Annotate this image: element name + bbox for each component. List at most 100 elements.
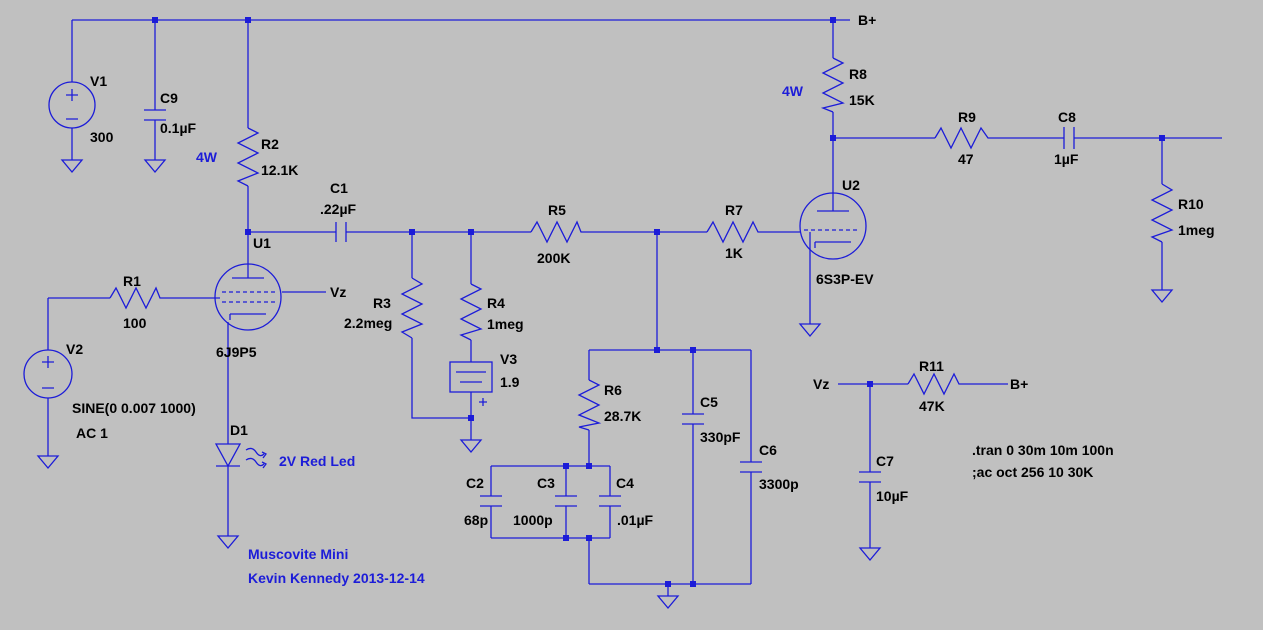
c7-capacitor [859, 471, 881, 483]
ground-v2 [36, 455, 60, 470]
r4-resistor [459, 283, 483, 341]
c5-capacitor [682, 413, 704, 425]
v3-name: V3 [500, 351, 517, 367]
v1-value: 300 [90, 129, 114, 145]
u2-name: U2 [842, 177, 860, 193]
v3-battery [449, 361, 493, 406]
r11-resistor [907, 372, 962, 396]
r2-resistor [236, 127, 260, 187]
schematic-author: Kevin Kennedy 2013-12-14 [248, 570, 425, 586]
r7-value: 1K [725, 245, 743, 261]
r9-value: 47 [958, 151, 974, 167]
u2-value: 6S3P-EV [816, 271, 874, 287]
ground-network [656, 595, 680, 610]
c6-name: C6 [759, 442, 777, 458]
net-label-vz-bias: Vz [813, 376, 829, 392]
ground-c7 [858, 547, 882, 562]
c1-name: C1 [330, 180, 348, 196]
r1-resistor [109, 286, 162, 310]
v3-value: 1.9 [500, 374, 520, 390]
r10-resistor [1150, 183, 1174, 243]
labels: B+ Vz Vz B+ V1 300 C9 0.1µF R2 12.1K 4W … [66, 12, 1215, 586]
r4-value: 1meg [487, 316, 524, 332]
r5-name: R5 [548, 202, 566, 218]
c7-name: C7 [876, 453, 894, 469]
d1-value: 2V Red Led [279, 453, 355, 469]
u1-value: 6J9P5 [216, 344, 257, 360]
r6-name: R6 [604, 382, 622, 398]
schematic-title: Muscovite Mini [248, 546, 348, 562]
ac-directive: ;ac oct 256 10 30K [972, 464, 1093, 480]
v1-name: V1 [90, 73, 107, 89]
r1-name: R1 [123, 273, 141, 289]
ground-v3 [459, 439, 483, 454]
r8-power: 4W [782, 83, 804, 99]
r11-name: R11 [919, 358, 944, 374]
r4-name: R4 [487, 295, 505, 311]
c9-name: C9 [160, 90, 178, 106]
r5-value: 200K [537, 250, 570, 266]
v2-name: V2 [66, 341, 83, 357]
c5-value: 330pF [700, 429, 741, 445]
r9-resistor [934, 126, 993, 150]
c1-capacitor [335, 222, 347, 242]
c8-name: C8 [1058, 109, 1076, 125]
net-label-bplus-bias: B+ [1010, 376, 1028, 392]
c6-capacitor [740, 461, 762, 473]
v2-ac: AC 1 [76, 425, 108, 441]
ground-symbols [36, 159, 1174, 610]
r3-value: 2.2meg [344, 315, 392, 331]
r8-value: 15K [849, 92, 875, 108]
r7-name: R7 [725, 202, 743, 218]
c2-capacitor [480, 495, 502, 507]
c4-value: .01µF [617, 512, 654, 528]
c9-capacitor [144, 109, 166, 121]
c1-value: .22µF [320, 201, 357, 217]
ground-u2 [798, 323, 822, 338]
c5-name: C5 [700, 394, 718, 410]
c7-value: 10µF [876, 488, 909, 504]
c4-name: C4 [616, 475, 634, 491]
r2-value: 12.1K [261, 162, 298, 178]
r5-resistor [530, 220, 583, 244]
c4-capacitor [599, 495, 621, 507]
r6-resistor [577, 379, 602, 431]
u1-tube [214, 263, 282, 331]
c9-value: 0.1µF [160, 120, 197, 136]
ground-v1 [60, 159, 84, 174]
r1-value: 100 [123, 315, 147, 331]
r3-resistor [400, 277, 424, 339]
c3-capacitor [555, 495, 577, 507]
c8-capacitor [1063, 127, 1075, 149]
c2-value: 68p [464, 512, 488, 528]
ground-r10 [1150, 289, 1174, 304]
r10-value: 1meg [1178, 222, 1215, 238]
wires [47, 19, 1222, 596]
r8-resistor [820, 57, 845, 113]
ground-c9 [143, 159, 167, 174]
u1-name: U1 [253, 235, 271, 251]
r2-name: R2 [261, 136, 279, 152]
net-label-bplus: B+ [858, 12, 876, 28]
tran-directive: .tran 0 30m 10m 100n [972, 442, 1114, 458]
v1-source [48, 81, 96, 129]
c3-value: 1000p [513, 512, 553, 528]
r8-name: R8 [849, 66, 867, 82]
c6-value: 3300p [759, 476, 799, 492]
net-label-vz: Vz [330, 284, 346, 300]
v2-value: SINE(0 0.007 1000) [72, 400, 196, 416]
r10-name: R10 [1178, 196, 1204, 212]
r7-resistor [706, 220, 762, 244]
u2-tube [799, 190, 867, 260]
c2-name: C2 [466, 475, 484, 491]
r9-name: R9 [958, 109, 976, 125]
v2-source [23, 349, 73, 399]
d1-led [214, 443, 267, 469]
d1-name: D1 [230, 422, 248, 438]
r2-power: 4W [196, 149, 218, 165]
r3-name: R3 [373, 295, 391, 311]
r6-value: 28.7K [604, 408, 641, 424]
junctions [152, 17, 1165, 587]
c3-name: C3 [537, 475, 555, 491]
r11-value: 47K [919, 398, 945, 414]
